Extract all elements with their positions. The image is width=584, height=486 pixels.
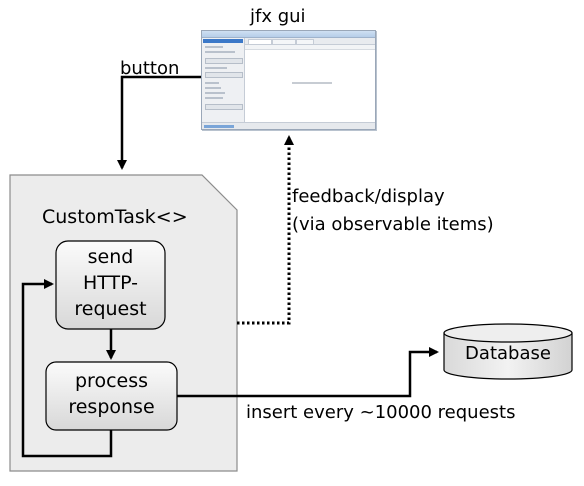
window-controls-icon [355,32,373,45]
gui-table-header [245,45,375,50]
loop-back-arrow [21,279,113,458]
button-arrow [117,75,201,170]
database-cylinder-icon [443,323,573,380]
feedback-edge-label-line2: (via observable items) [292,214,494,235]
feedback-display-arrow [237,135,294,325]
gui-screenshot-thumbnail [201,30,376,130]
gui-sidebar [202,38,245,122]
database-label: Database [465,343,551,364]
process-line-1: process [74,370,148,392]
send-line-1: send [87,246,134,268]
send-http-request-label: send HTTP- request [56,244,165,322]
insert-edge-label: insert every ~10000 requests [246,402,516,423]
insert-arrow [177,347,439,398]
process-response-label: process response [46,368,177,420]
process-line-2: response [68,396,155,418]
send-line-3: request [74,298,147,320]
custom-task-title: CustomTask<> [42,206,188,228]
gui-tabs [245,38,375,45]
gui-empty-message [292,82,332,84]
button-edge-label: button [120,58,180,79]
feedback-edge-label-line1: feedback/display [292,186,445,207]
gui-title: jfx gui [250,6,306,27]
send-line-2: HTTP- [82,272,139,294]
gui-titlebar [202,31,375,45]
gui-statusbar [202,122,375,129]
